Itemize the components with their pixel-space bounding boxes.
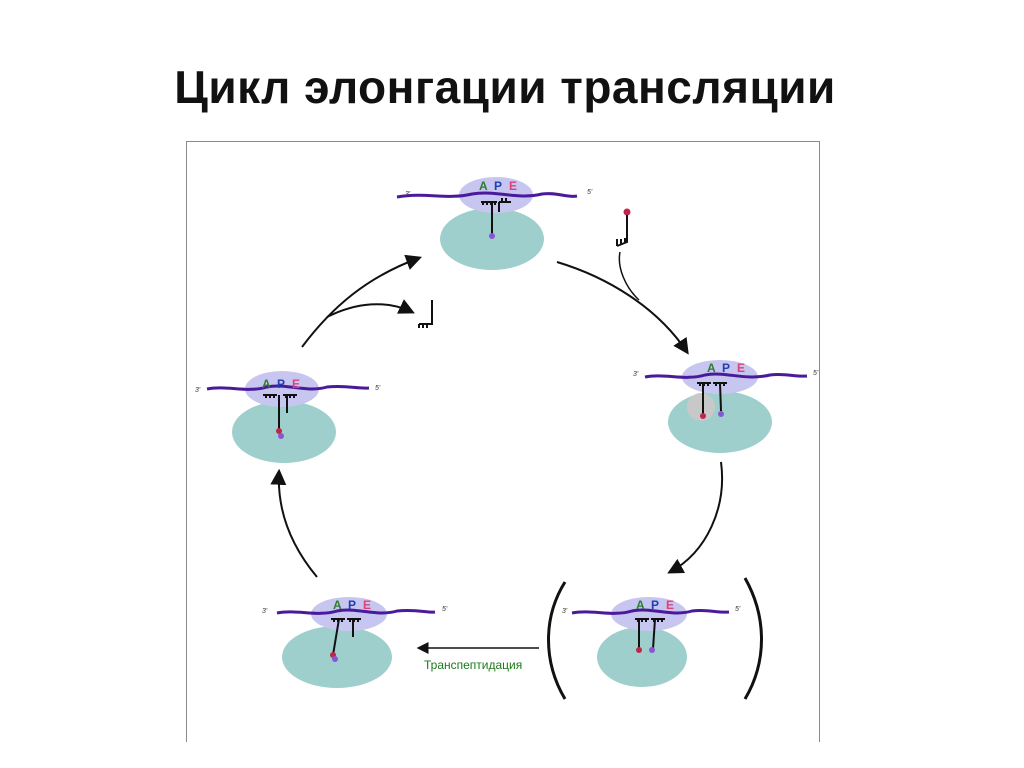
incoming-aminoacyl-trna: [616, 208, 631, 247]
trna-a-site: [635, 618, 649, 649]
three-prime-label: 3': [262, 608, 268, 615]
left-bracket: [547, 581, 567, 700]
three-prime-label: 3': [562, 608, 568, 615]
ribosome-small-subunit: [245, 371, 319, 407]
site-p-label: P: [722, 361, 730, 375]
site-a-label: A: [262, 377, 271, 391]
five-prime-label: 5': [735, 606, 741, 613]
ribosome-state-3: 3' 5' A P E: [562, 597, 741, 687]
three-prime-label: 3': [195, 387, 201, 394]
site-p-label: P: [494, 179, 502, 193]
mrna-strand: [206, 384, 370, 391]
trna-p-site: [481, 201, 497, 234]
arrow-5-to-1: [301, 254, 423, 348]
site-p-label: P: [277, 377, 285, 391]
released-trna: [418, 300, 433, 328]
mrna-strand: [276, 608, 436, 615]
site-a-label: A: [479, 179, 488, 193]
site-a-label: A: [636, 598, 645, 612]
site-e-label: E: [737, 361, 745, 375]
arrow-trna-release: [326, 299, 415, 318]
site-e-label: E: [666, 598, 674, 612]
five-prime-label: 5': [587, 189, 593, 196]
site-p-label: P: [651, 598, 659, 612]
trna-a-site: [697, 382, 711, 415]
ribosome-small-subunit: [311, 597, 387, 631]
five-prime-label: 5': [375, 385, 381, 392]
site-a-label: A: [707, 361, 716, 375]
elongation-cycle-diagram: 3' 5' A P E 3' 5': [186, 141, 820, 742]
site-e-label: E: [509, 179, 517, 193]
ribosome-state-1: 3' 5' A P E: [396, 177, 593, 270]
mrna-strand: [644, 372, 808, 379]
arrow-4-to-5: [270, 468, 318, 578]
mrna-strand: [396, 191, 578, 199]
arrow-aa-trna-entry: [618, 251, 640, 301]
ribosome-large-subunit: [597, 627, 687, 687]
trna-e-site: [498, 198, 511, 212]
site-e-label: E: [363, 598, 371, 612]
site-e-label: E: [292, 377, 300, 391]
ribosome-state-4: 3' 5' A P E: [262, 597, 448, 688]
three-prime-label: 3': [633, 371, 639, 378]
site-a-label: A: [333, 598, 342, 612]
five-prime-label: 5': [442, 606, 448, 613]
three-prime-label: 3': [405, 191, 411, 198]
arrow-2-to-3: [667, 461, 723, 574]
trna-a-site: [331, 618, 345, 656]
five-prime-label: 5': [813, 370, 819, 377]
page-title: Цикл элонгации трансляции: [174, 61, 836, 113]
arrow-1-to-2: [556, 261, 689, 355]
ribosome-large-subunit: [232, 401, 336, 463]
trna-e-site: [283, 394, 297, 413]
ribosome-state-5: 3' 5' A P E: [195, 371, 381, 463]
right-bracket: [743, 577, 763, 700]
trna-p-site: [347, 618, 361, 637]
trna-p-site: [263, 394, 280, 429]
trna-p-site: [651, 618, 665, 650]
peptide-bead: [489, 233, 495, 239]
accommodation-highlight: [687, 393, 715, 421]
trna-p-site: [713, 382, 727, 412]
transpeptidation-label: Транспептидация: [424, 658, 522, 672]
ribosome-state-2: 3' 5' A P E: [633, 360, 819, 453]
site-p-label: P: [348, 598, 356, 612]
mrna-strand: [571, 608, 730, 615]
ribosome-small-subunit: [611, 597, 687, 631]
